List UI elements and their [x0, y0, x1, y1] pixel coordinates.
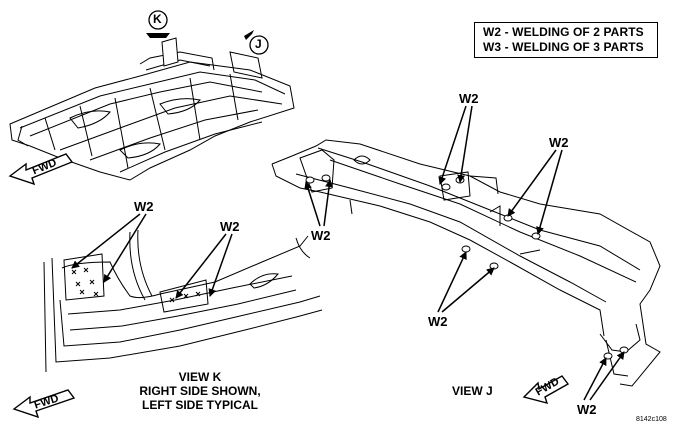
- weld-label-view-j-top: W2: [459, 91, 479, 106]
- view-j-callout: [244, 30, 269, 55]
- weld-label-view-j-bottom: W2: [577, 402, 597, 417]
- view-k-weld-marks: [71, 267, 201, 303]
- view-j-caption: VIEW J: [452, 384, 493, 398]
- view-k-leaders: [71, 213, 233, 299]
- weld-label-view-k-right: W2: [220, 219, 240, 234]
- view-k-subtitle-1: RIGHT SIDE SHOWN,: [139, 384, 261, 398]
- view-k-subtitle-2: LEFT SIDE TYPICAL: [141, 398, 258, 412]
- view-k-sill-drawing: [43, 229, 323, 373]
- weld-label-view-k-left: W2: [134, 199, 154, 214]
- view-j-rail-drawing: [271, 139, 661, 387]
- fwd-arrow-view-j: [522, 375, 570, 405]
- view-j-weld-spots: [305, 174, 629, 360]
- fwd-arrow-bottom-left: [12, 389, 76, 419]
- callout-j-letter: J: [255, 37, 262, 51]
- view-k-callout: [146, 10, 170, 38]
- legend-w2: W2 - WELDING OF 2 PARTS: [483, 25, 644, 39]
- legend-w3: W3 - WELDING OF 3 PARTS: [483, 40, 644, 54]
- figure-id: 8142c108: [636, 416, 667, 423]
- callout-k-letter: K: [153, 12, 162, 26]
- floor-pan-overview: [9, 37, 295, 181]
- weld-label-view-j-middle: W2: [428, 314, 448, 329]
- weld-label-view-j-left: W2: [311, 228, 331, 243]
- view-k-caption: VIEW K RIGHT SIDE SHOWN, LEFT SIDE TYPIC…: [120, 370, 280, 412]
- weld-label-view-j-top-right: W2: [549, 135, 569, 150]
- view-j-leaders: [304, 105, 625, 401]
- weld-legend: W2 - WELDING OF 2 PARTS W3 - WELDING OF …: [474, 22, 658, 58]
- view-k-title: VIEW K: [178, 370, 222, 384]
- fwd-arrow-top-left: [8, 153, 74, 186]
